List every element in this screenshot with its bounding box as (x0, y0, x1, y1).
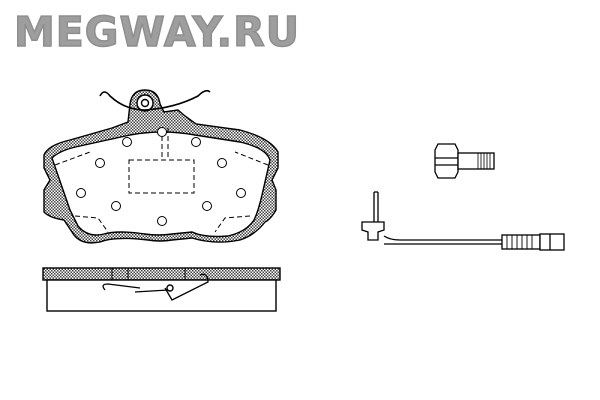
brake-pad-front-view (43, 89, 279, 244)
sensor-probe (373, 191, 379, 222)
bolt (434, 143, 495, 179)
sensor-coil (501, 234, 541, 250)
friction-holes (76, 127, 246, 226)
spring-clip (99, 89, 211, 111)
side-backing-plate (46, 279, 277, 312)
wear-sensor (361, 191, 565, 251)
sensor-wire (383, 235, 502, 245)
side-friction-layer (42, 267, 281, 281)
bolt-head (434, 143, 459, 179)
dashed-guides (54, 128, 269, 233)
side-clip (102, 273, 209, 301)
sensor-connector (539, 233, 565, 251)
bolt-shaft (457, 152, 495, 170)
watermark-logo: MEGWAY.RU (13, 7, 300, 57)
brake-pad-side-view (42, 267, 281, 312)
